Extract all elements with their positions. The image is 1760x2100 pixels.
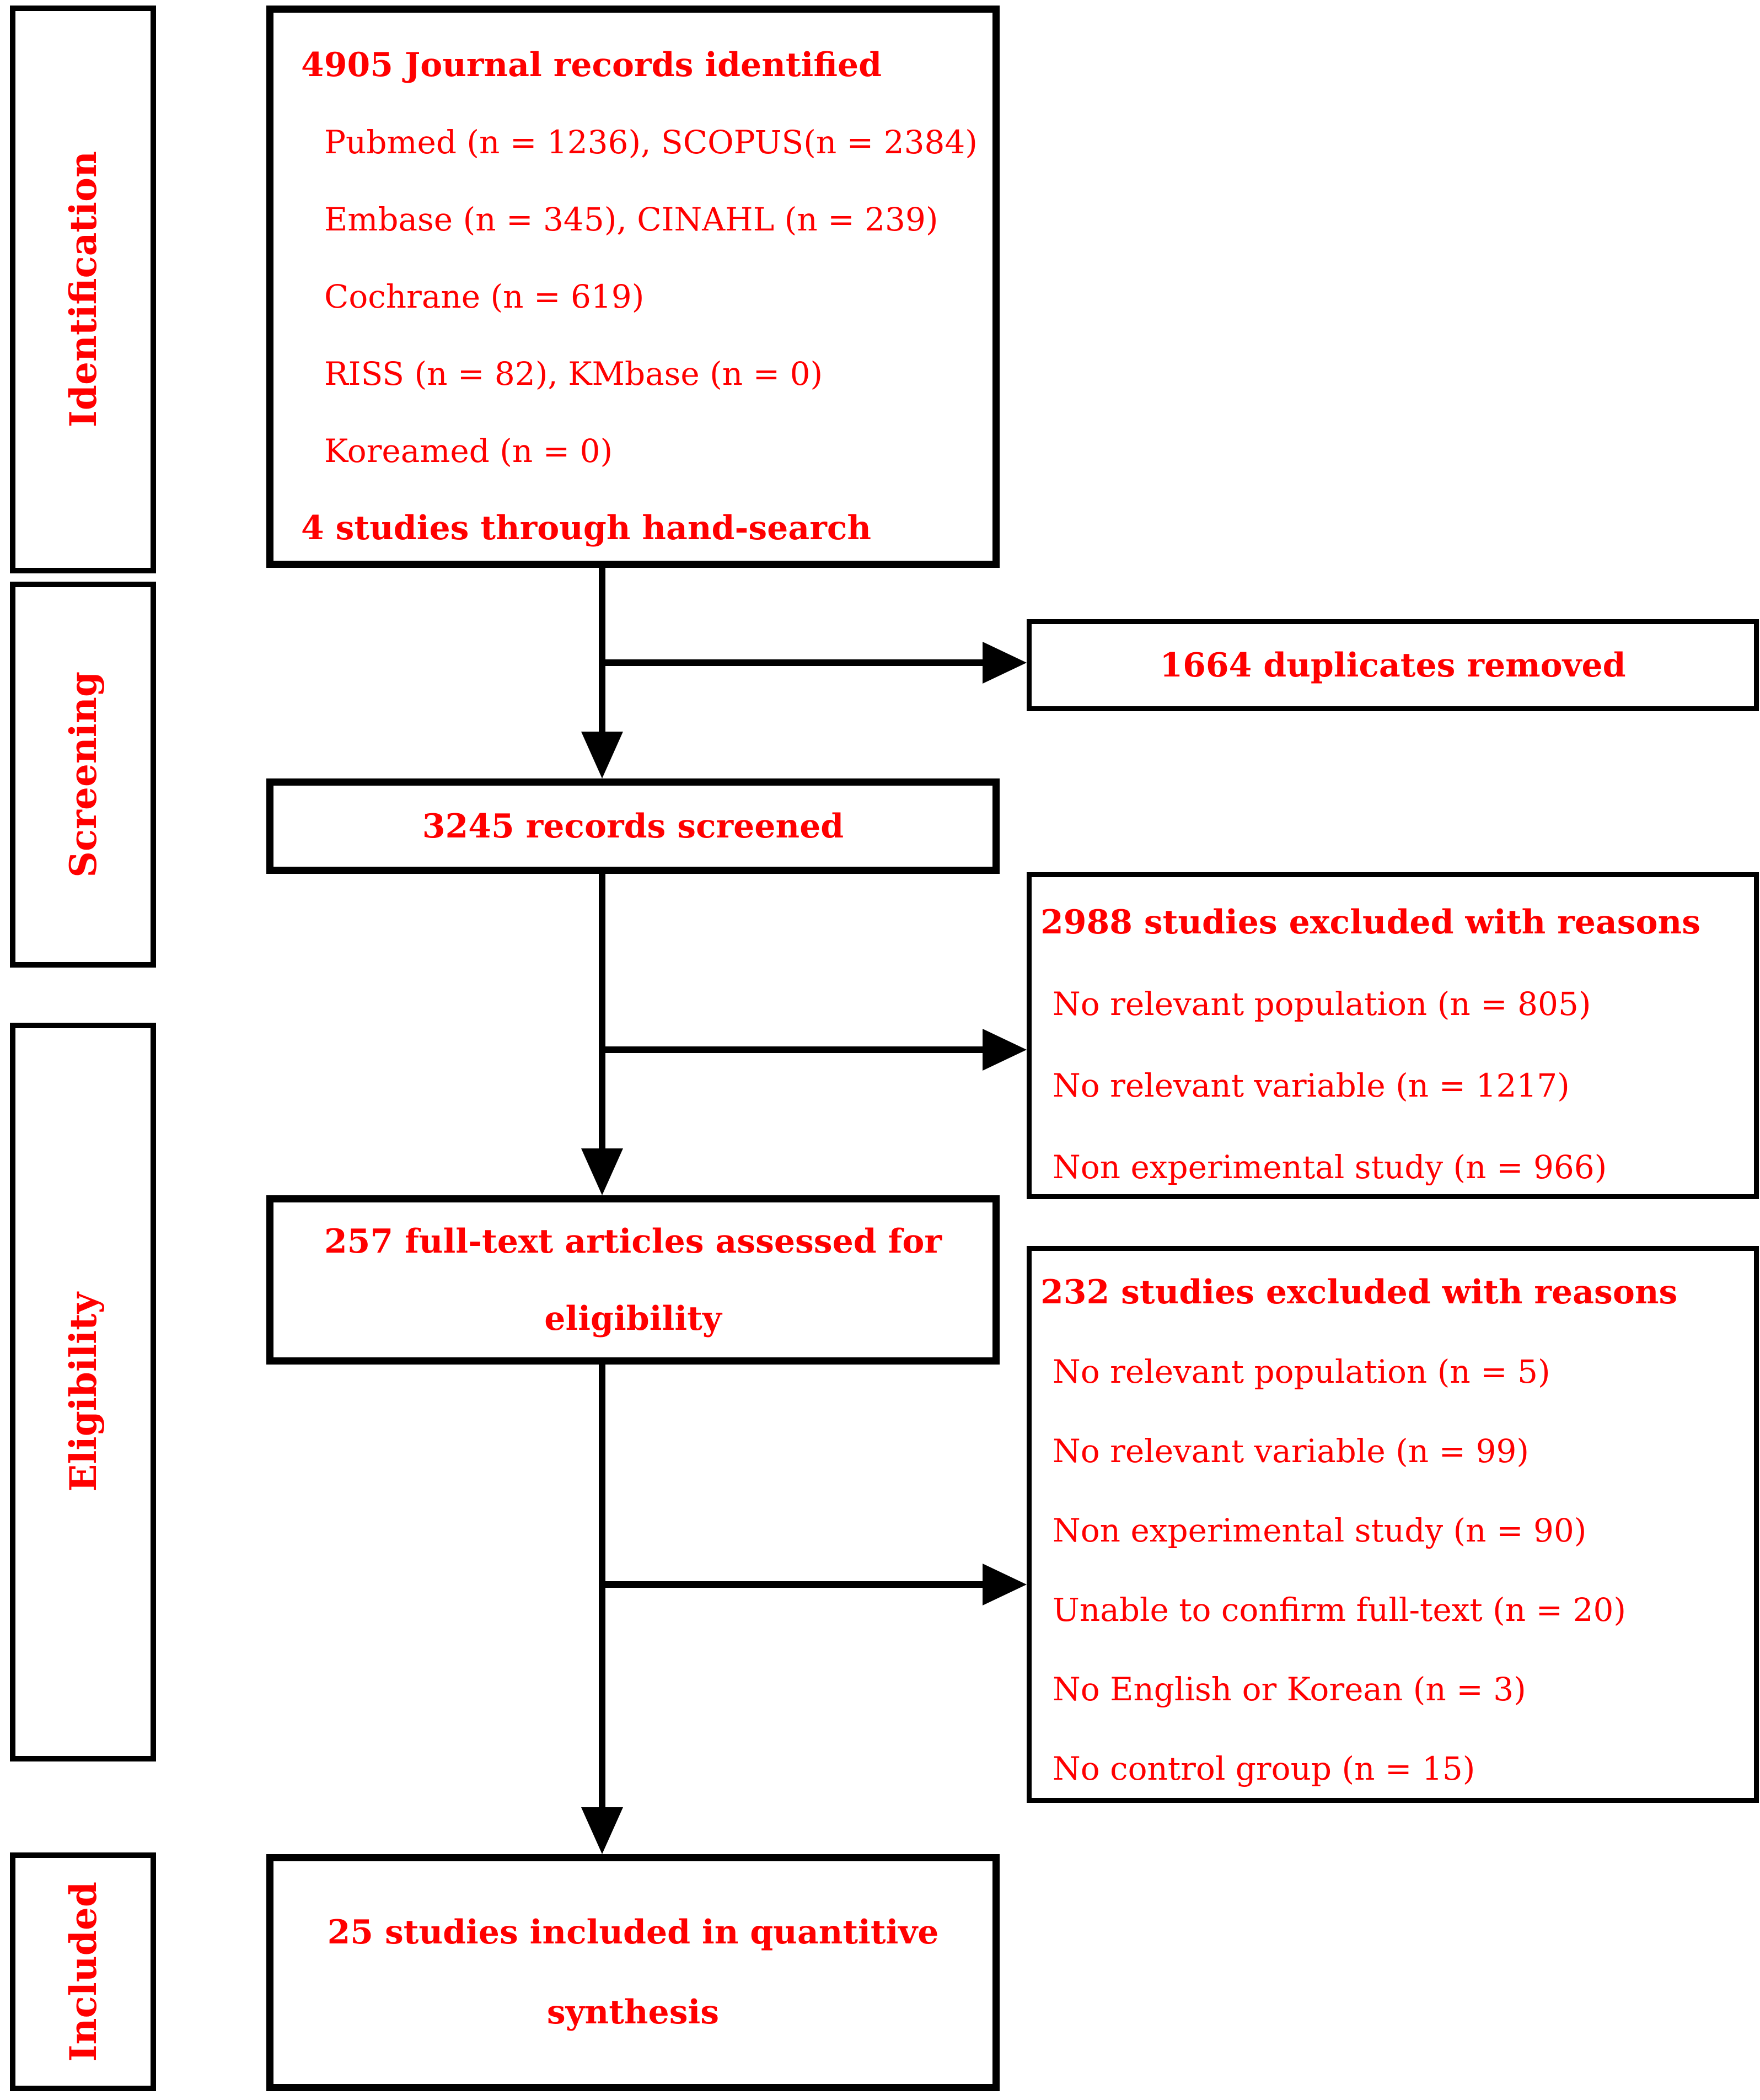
exclusion-reason: Non experimental study (n = 966) — [1053, 1148, 1607, 1186]
arrowhead-into-included — [581, 1807, 623, 1854]
stage-label-eligibility: Eligibility — [61, 1292, 105, 1492]
stage-box-screening: Screening — [10, 582, 156, 968]
exclusion-reason: Non experimental study (n = 90) — [1053, 1512, 1587, 1549]
exclusion-reason: No relevant variable (n = 1217) — [1053, 1067, 1570, 1104]
box-records-screened: 3245 records screened — [266, 778, 1000, 874]
exclusion-reason: No control group (n = 15) — [1053, 1750, 1475, 1787]
records-screened-title: 3245 records screened — [422, 807, 844, 846]
database-item: RISS (n = 82), KMbase (n = 0) — [324, 355, 823, 393]
exclusion-reason: No English or Korean (n = 3) — [1053, 1671, 1526, 1708]
arrowhead-into-excluded-screening — [983, 1029, 1027, 1071]
stage-box-eligibility: Eligibility — [10, 1023, 156, 1761]
fulltext-assessed-line1: 257 full-text articles assessed for — [324, 1222, 942, 1261]
stage-label-identification: Identification — [61, 151, 105, 428]
stage-box-identification: Identification — [10, 6, 156, 573]
database-item: Pubmed (n = 1236), SCOPUS(n = 2384) — [324, 123, 978, 161]
flow-line-to-excluded-eligibility — [602, 1581, 983, 1588]
excluded-screening-title: 2988 studies excluded with reasons — [1040, 903, 1700, 942]
flow-line-to-duplicates — [602, 659, 988, 666]
included-synthesis-line1: 25 studies included in quantitive — [327, 1913, 939, 1952]
box-duplicates-removed: 1664 duplicates removed — [1027, 619, 1759, 711]
excluded-eligibility-title: 232 studies excluded with reasons — [1040, 1273, 1678, 1312]
flow-line-to-excluded-screening — [602, 1046, 983, 1053]
flow-line-identified-to-screened — [599, 568, 605, 733]
included-synthesis-line2: synthesis — [546, 1993, 720, 2032]
box-excluded-screening: 2988 studies excluded with reasons No re… — [1027, 872, 1759, 1199]
exclusion-reason: No relevant population (n = 805) — [1053, 985, 1591, 1023]
box-excluded-eligibility: 232 studies excluded with reasons No rel… — [1027, 1246, 1759, 1803]
box-included-synthesis: 25 studies included in quantitive synthe… — [266, 1854, 1000, 2091]
exclusion-reason: Unable to confirm full-text (n = 20) — [1053, 1591, 1627, 1629]
stage-box-included: Included — [10, 1852, 156, 2091]
flow-line-screened-to-fulltext — [599, 874, 605, 1150]
stage-label-included: Included — [61, 1882, 105, 2062]
duplicates-removed-title: 1664 duplicates removed — [1160, 646, 1626, 685]
database-item: Koreamed (n = 0) — [324, 432, 613, 470]
exclusion-reason: No relevant population (n = 5) — [1053, 1353, 1550, 1390]
records-identified-title: 4905 Journal records identified — [301, 46, 882, 84]
stage-label-screening: Screening — [61, 672, 105, 878]
fulltext-assessed-line2: eligibility — [544, 1299, 722, 1338]
arrowhead-into-fulltext — [581, 1148, 623, 1195]
arrowhead-into-screened — [581, 732, 623, 778]
arrowhead-into-duplicates — [983, 642, 1027, 684]
hand-search-note: 4 studies through hand-search — [301, 509, 871, 547]
box-records-identified: 4905 Journal records identified Pubmed (… — [266, 6, 1000, 568]
database-item: Cochrane (n = 619) — [324, 278, 645, 315]
box-fulltext-assessed: 257 full-text articles assessed for elig… — [266, 1195, 1000, 1365]
database-item: Embase (n = 345), CINAHL (n = 239) — [324, 201, 938, 238]
arrowhead-into-excluded-eligibility — [983, 1564, 1027, 1605]
exclusion-reason: No relevant variable (n = 99) — [1053, 1432, 1529, 1470]
